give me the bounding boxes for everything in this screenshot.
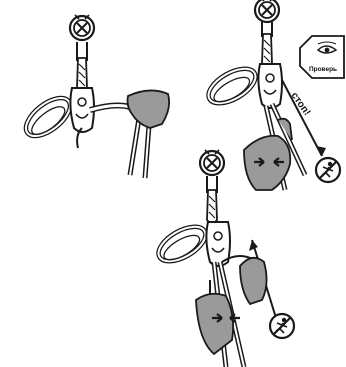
carabiner-icon	[20, 91, 77, 144]
check-callout: Проверь	[300, 36, 344, 78]
carabiner-icon	[153, 220, 211, 269]
panel-1	[20, 15, 170, 178]
sling-icon	[207, 190, 217, 223]
carabiner-icon	[203, 62, 261, 111]
anchor-symbol-icon	[70, 15, 94, 40]
falling-climber-icon	[270, 314, 294, 338]
sling-icon	[262, 34, 272, 67]
falling-climber-icon	[316, 158, 340, 182]
anchor-symbol-icon	[255, 0, 279, 22]
check-label: Проверь	[309, 66, 337, 73]
gloved-hand-icon	[196, 294, 233, 354]
anchor-symbol-icon	[200, 150, 224, 175]
sling-icon	[77, 58, 87, 91]
belay-device-icon	[258, 64, 282, 108]
gloved-hand-icon	[128, 90, 170, 128]
gloved-hand-icon	[240, 258, 267, 304]
